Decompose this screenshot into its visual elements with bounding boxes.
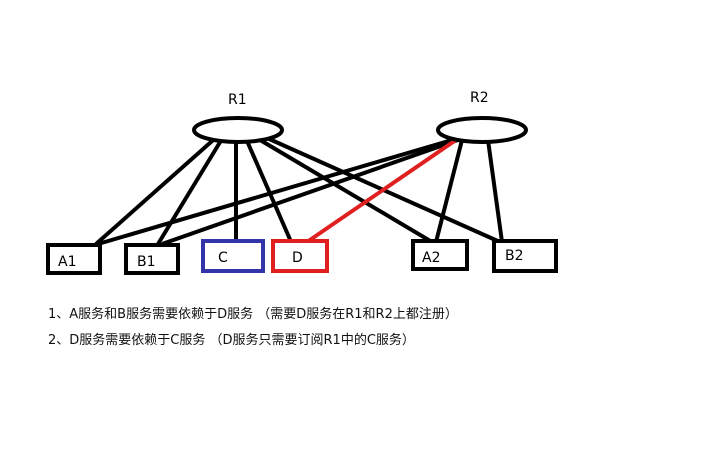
- r1-links: [94, 132, 501, 246]
- registry-r2: [436, 116, 528, 144]
- link-r2-a2: [434, 139, 464, 243]
- note-2-remark: （D服务只需要订阅R1中的C服务）: [209, 333, 415, 348]
- link-r1-a1: [94, 132, 222, 246]
- service-b1-label: B1: [137, 254, 156, 270]
- notes: 1、A服务和B服务需要依赖于D服务 （需要D服务在R1和R2上都注册） 2、D服…: [48, 302, 458, 354]
- service-a2: [411, 239, 469, 271]
- registry-r1-label: R1: [228, 92, 247, 108]
- note-1-remark: （需要D服务在R1和R2上都注册）: [257, 307, 458, 322]
- service-b1: [124, 243, 180, 275]
- service-a1-label: A1: [58, 254, 76, 270]
- service-d: [271, 239, 329, 273]
- link-r2-a1: [97, 138, 453, 246]
- link-r1-b1: [156, 132, 227, 246]
- service-b2-label: B2: [505, 248, 524, 264]
- link-r2-b1: [161, 138, 459, 246]
- service-c: [201, 239, 265, 273]
- registry-r1: [192, 116, 284, 144]
- service-b2: [492, 239, 558, 273]
- note-1-text: 1、A服务和B服务需要依赖于D服务: [48, 307, 254, 322]
- link-r1-d: [242, 133, 294, 245]
- service-d-label: D: [292, 250, 303, 266]
- service-a2-label: A2: [422, 250, 440, 266]
- service-c-label: C: [218, 250, 228, 266]
- link-r1-b2: [257, 132, 501, 244]
- r2-links: [97, 138, 504, 246]
- note-2-text: 2、D服务需要依赖于C服务: [48, 333, 206, 348]
- link-r2-b2: [486, 139, 504, 243]
- registry-r2-label: R2: [470, 90, 489, 106]
- link-r2-d: [302, 138, 458, 246]
- link-r1-a2: [248, 132, 434, 244]
- note-1: 1、A服务和B服务需要依赖于D服务 （需要D服务在R1和R2上都注册）: [48, 302, 458, 328]
- service-a1: [46, 243, 102, 275]
- note-2: 2、D服务需要依赖于C服务 （D服务只需要订阅R1中的C服务）: [48, 328, 458, 354]
